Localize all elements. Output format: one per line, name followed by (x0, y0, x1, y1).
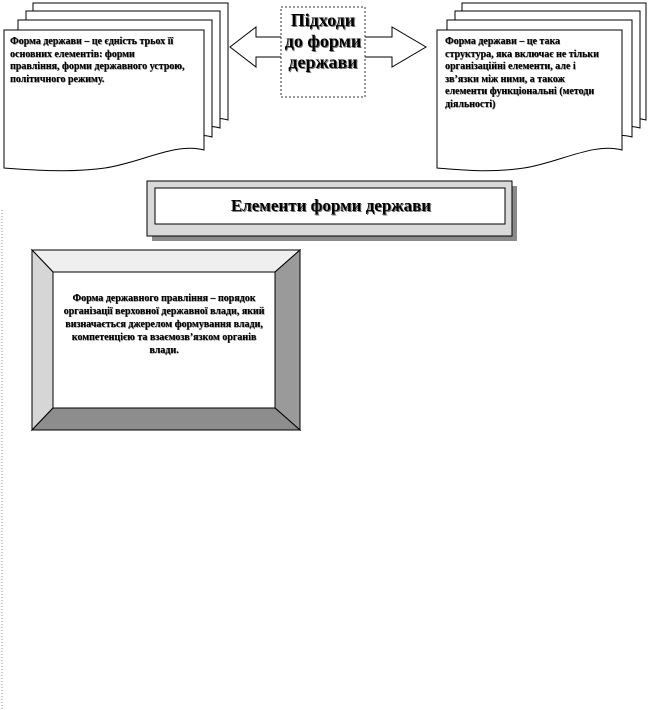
right-doc-page-front (436, 29, 623, 172)
elements-title-inner (154, 187, 506, 225)
bevel-bottom (30, 407, 302, 431)
approach-label: Підходи до форми держави (282, 10, 364, 73)
bevel-face (52, 271, 276, 409)
left-definition-text: Форма держави – це єдність трьох її осно… (10, 36, 185, 85)
approach-box (280, 6, 366, 98)
bevel-left (31, 248, 54, 432)
approach-line-1: Підходи (290, 10, 356, 30)
left-doc-page-front (3, 29, 205, 172)
left-document-stack (3, 2, 229, 172)
bevel-right (274, 248, 301, 432)
government-form-bevel (30, 248, 302, 432)
elements-title: Елементи форми держави (230, 196, 432, 215)
bevel-top (30, 249, 302, 273)
right-definition-text: Форма держави – це така структура, яка в… (445, 36, 599, 110)
government-form-text: Форма державного правління – порядок орг… (63, 293, 265, 356)
approach-line-3: держави (288, 52, 358, 72)
right-document-stack (436, 2, 647, 172)
approach-line-2: до форми (284, 31, 362, 51)
